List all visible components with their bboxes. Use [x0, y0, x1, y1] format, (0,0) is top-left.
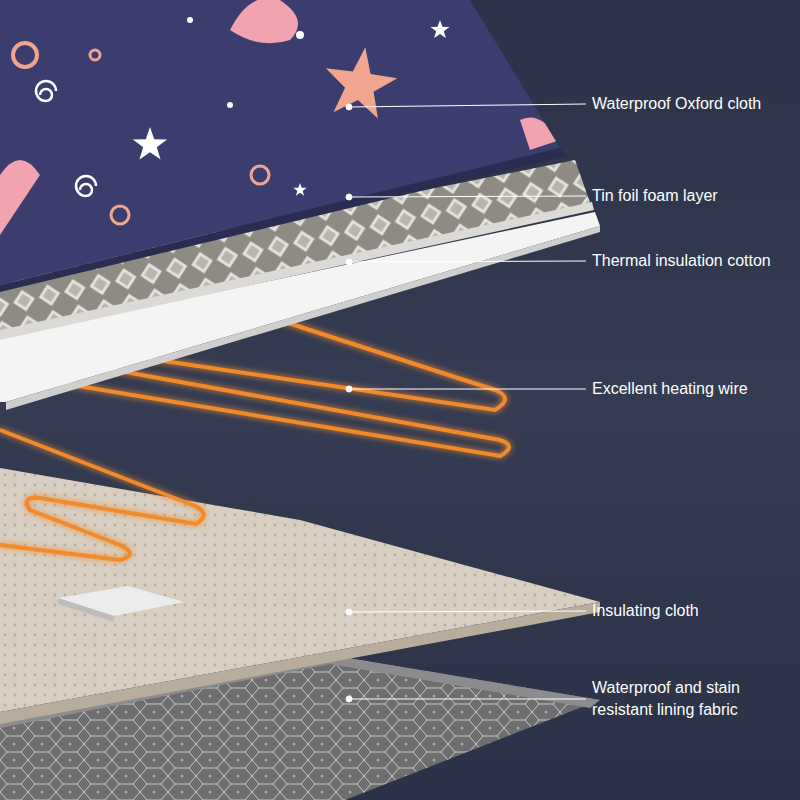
oxford-layer: [0, 0, 560, 285]
layer-label: Thermal insulation cotton: [592, 250, 796, 272]
controller-chip: [58, 586, 184, 616]
oxford-print: [0, 0, 560, 235]
insulating-edge: [0, 602, 600, 724]
layer-label: Excellent heating wire: [592, 378, 792, 400]
leader-lines: [346, 104, 586, 702]
layer-label: Waterproof Oxford cloth: [592, 93, 792, 115]
oxford-edge: [0, 148, 566, 292]
layer-label: Tin foil foam layer: [592, 185, 792, 207]
controller-chip-side: [58, 598, 114, 622]
layer-label: Waterproof and stain resistant lining fa…: [592, 677, 787, 721]
layer-label: Insulating cloth: [592, 600, 792, 622]
